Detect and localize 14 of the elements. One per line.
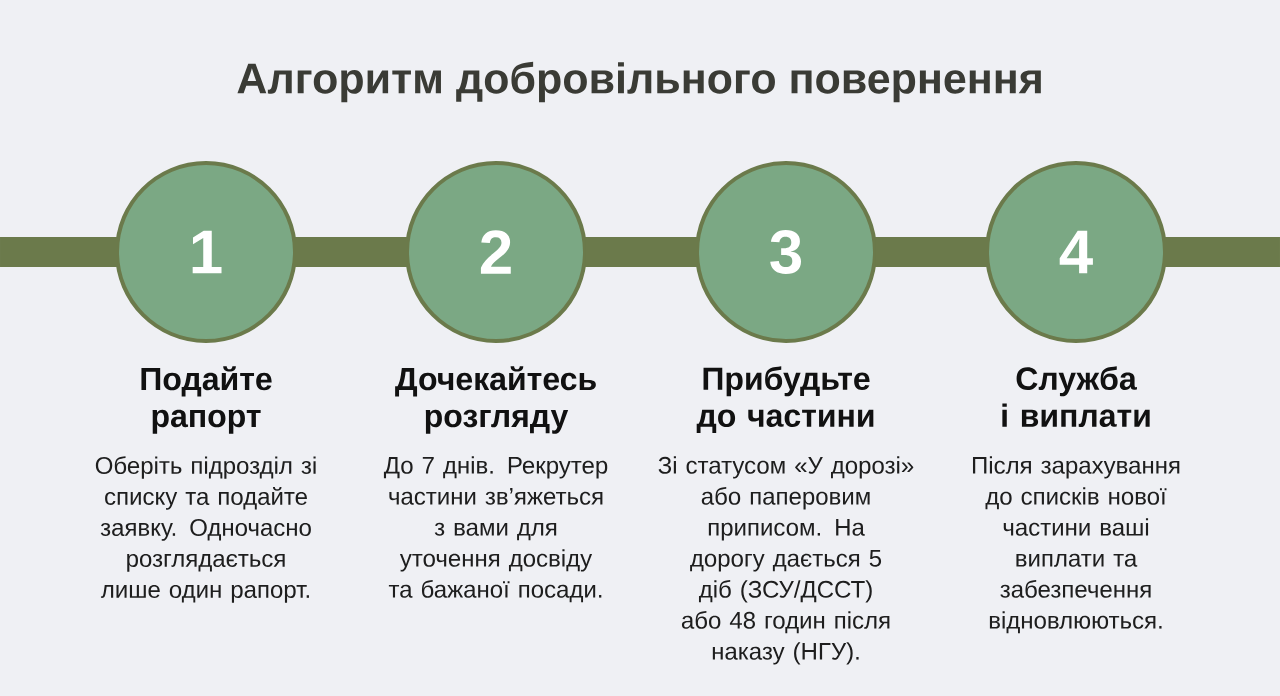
- step-heading: Служба і виплати: [1002, 366, 1150, 427]
- connector-bar: [295, 237, 407, 267]
- step-description: Оберіть підрозділ зі списку та подайте заявку. Одночасно розглядається лише один рапорт.: [95, 456, 316, 603]
- step-heading: Дочекайтесь розгляду: [395, 366, 596, 434]
- step-heading: Подайте рапорт: [141, 366, 272, 434]
- connector-bar: [0, 237, 117, 267]
- step-description: Зі статусом «У дорозі» або паперовим приписом. На дорогу дається 5 діб (ЗСУ/ДССТ) або 48 годин після наказу (НГУ).: [658, 456, 914, 665]
- connector-bar: [875, 237, 987, 267]
- step-heading: Прибудьте до частини: [696, 366, 874, 434]
- connector-bar: [585, 237, 697, 267]
- step-description: До 7 днів. Рекрутер частини зв’яжеться з вами для уточення досвіду та бажаної посади.: [383, 456, 608, 603]
- title: Алгоритм добровільного повернення: [237, 61, 1041, 103]
- step-description: Після зарахування до списків нової частини ваші виплати та забезпечення відновлюються.: [973, 456, 1180, 634]
- connector-bar: [1165, 237, 1280, 267]
